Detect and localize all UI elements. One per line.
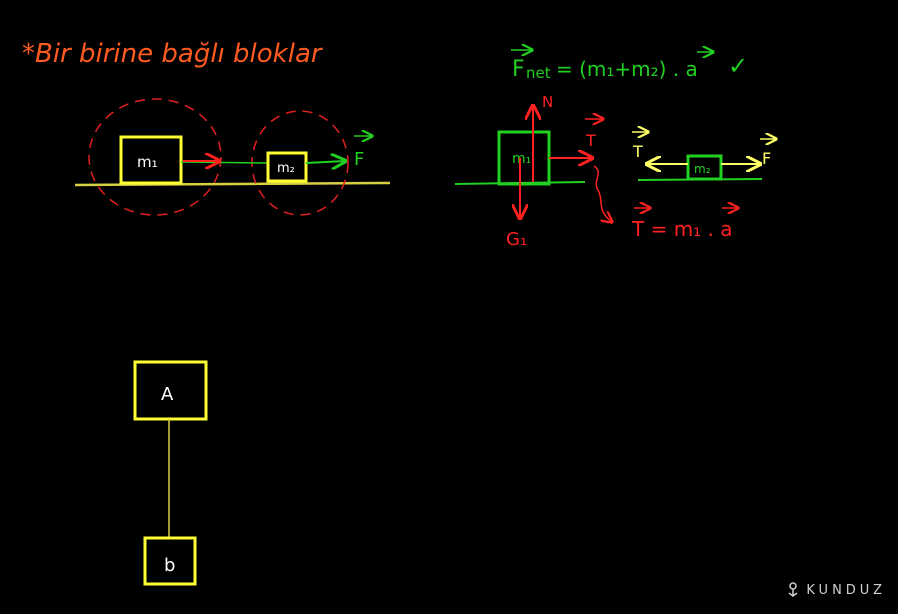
watermark: KUNDUZ bbox=[786, 582, 886, 598]
force-label: F bbox=[354, 149, 364, 170]
fbd-m2: m₂ T F bbox=[632, 132, 776, 181]
fnet-rhs: = (m₁+m₂) . a bbox=[556, 57, 698, 81]
fnet-subscript: net bbox=[526, 64, 551, 82]
block-a bbox=[133, 360, 208, 421]
block-m2 bbox=[266, 151, 308, 183]
fbd-m1: m₁ N G₁ T T = m₁ . a bbox=[454, 93, 738, 250]
block-b-label: b bbox=[164, 555, 175, 576]
watermark-text: KUNDUZ bbox=[806, 582, 886, 598]
fbd-m1-label: m₁ bbox=[512, 151, 531, 167]
block-m1-label: m₁ bbox=[137, 153, 158, 171]
checkmark-icon: ✓ bbox=[728, 52, 748, 80]
tension-equation: T = m₁ . a bbox=[631, 217, 733, 241]
block-b bbox=[143, 536, 197, 586]
kunduz-logo-icon bbox=[788, 582, 798, 597]
net-force-equation: F net = (m₁+m₂) . a ✓ bbox=[511, 50, 748, 82]
force-arrow bbox=[305, 161, 345, 163]
rope bbox=[180, 161, 269, 164]
block-m2-label: m₂ bbox=[277, 161, 295, 176]
tension-label-m2: T bbox=[632, 142, 643, 161]
fnet-symbol: F bbox=[512, 57, 525, 82]
page-title: *Bir birine bağlı bloklar bbox=[22, 39, 324, 69]
dashed-circle-m1 bbox=[88, 98, 222, 216]
ground-line bbox=[74, 181, 391, 187]
equation-pointer bbox=[593, 165, 612, 222]
fbd-m2-block bbox=[686, 154, 723, 181]
normal-label: N bbox=[542, 93, 553, 111]
force-label-m2: F bbox=[762, 149, 771, 168]
bottom-diagram: A b bbox=[133, 360, 208, 586]
fbd-m2-label: m₂ bbox=[694, 162, 711, 176]
block-m1 bbox=[119, 135, 183, 185]
left-diagram: m₁ m₂ F bbox=[74, 98, 391, 216]
block-a-label: A bbox=[161, 384, 174, 405]
tension-label-m1: T bbox=[585, 131, 596, 150]
weight-label: G₁ bbox=[506, 229, 527, 250]
